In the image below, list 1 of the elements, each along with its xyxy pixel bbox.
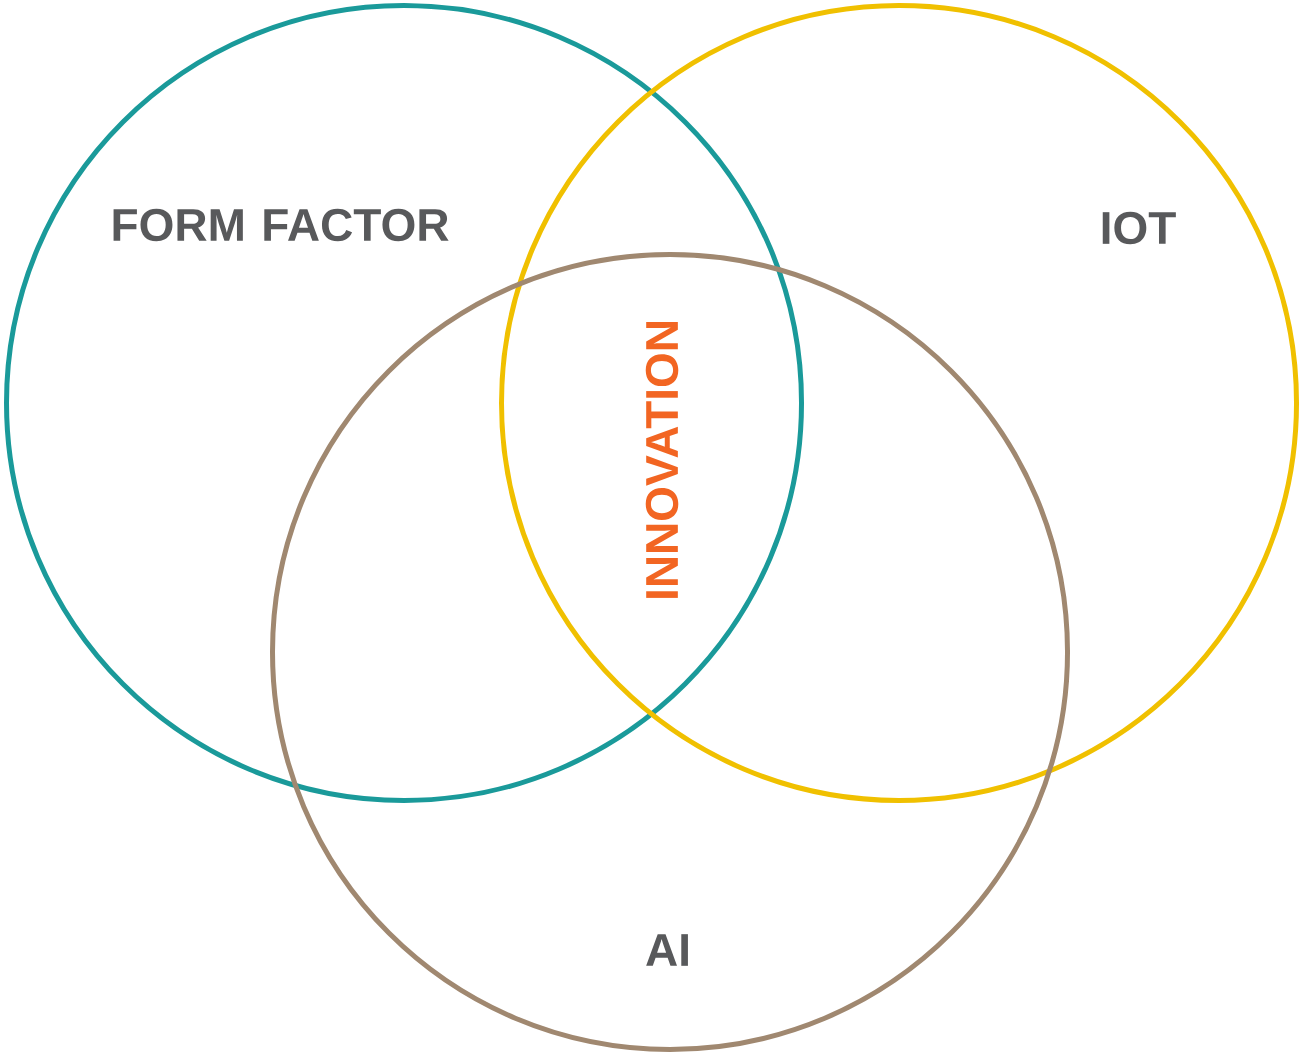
overlap-label: INNOVATION <box>645 322 679 598</box>
